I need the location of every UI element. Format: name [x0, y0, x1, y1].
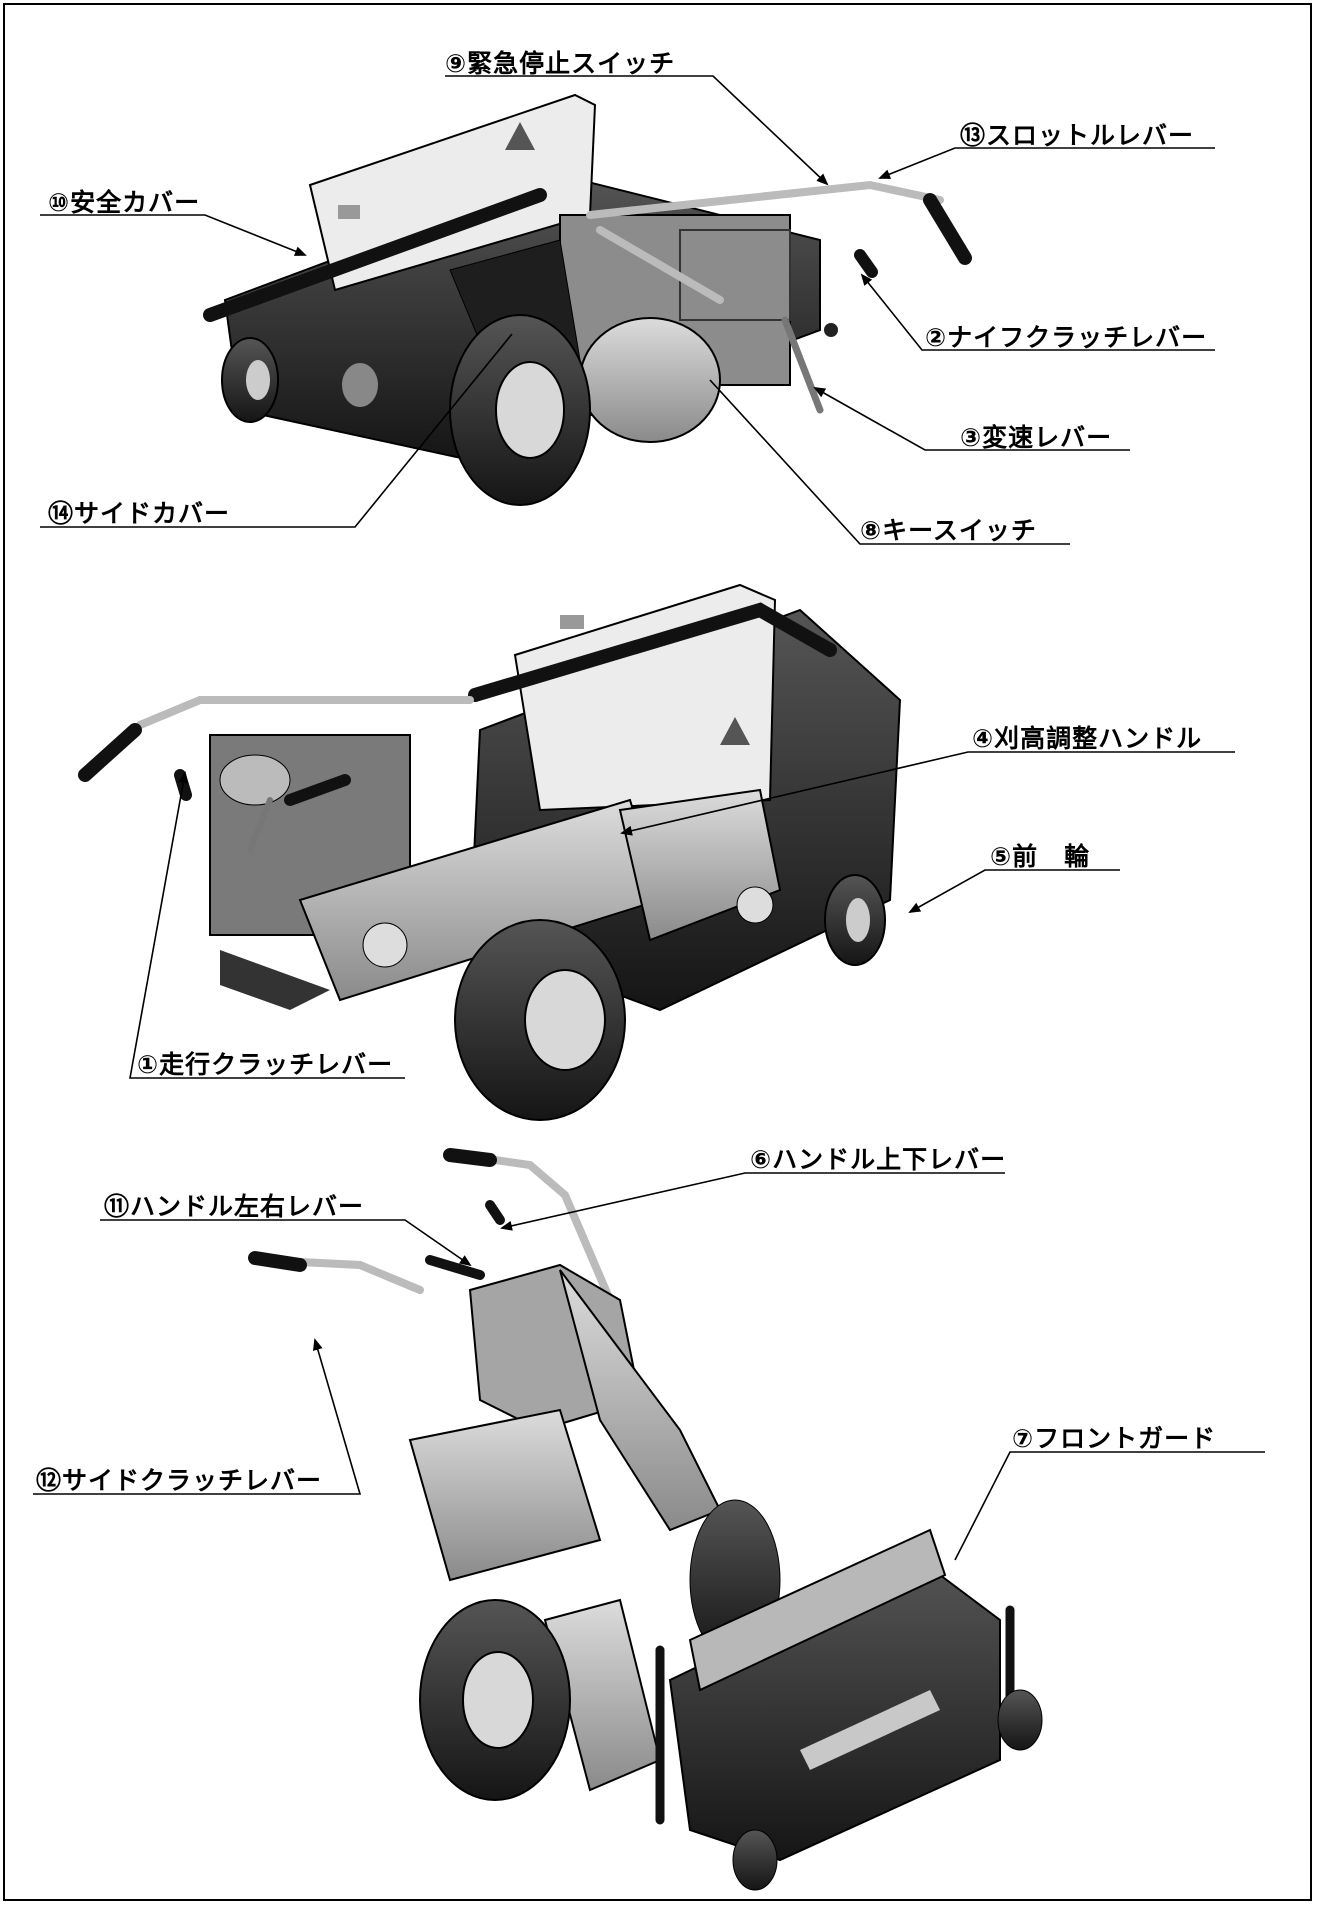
leader-cutting-height — [620, 751, 1235, 836]
leader-front-wheel — [908, 869, 1120, 913]
leader-side-cover — [40, 333, 513, 528]
leader-handle-leftright — [100, 1219, 472, 1267]
label-throttle-lever: ⑬スロットルレバー — [960, 121, 1195, 150]
mower-view-front — [248, 1148, 1043, 1891]
label-front-guard: ⑦フロントガード — [1012, 1424, 1217, 1453]
label-side-cover: ⑭サイドカバー — [48, 499, 231, 528]
label-emergency-stop-switch: ⑨緊急停止スイッチ — [445, 49, 676, 78]
label-side-clutch-lever: ⑫サイドクラッチレバー — [36, 1466, 323, 1495]
mower-view-rear-left — [203, 93, 972, 506]
leader-front-guard — [954, 1451, 1265, 1561]
leader-key-switch — [709, 379, 1070, 545]
page-frame — [3, 3, 1312, 1901]
leader-safety-cover — [40, 214, 307, 256]
mower-view-rear-right — [78, 583, 902, 1121]
leader-lines — [33, 75, 1265, 1561]
label-shift-lever: ③変速レバー — [960, 423, 1113, 452]
leader-side-clutch — [33, 1338, 362, 1495]
label-handle-updown-lever: ⑥ハンドル上下レバー — [750, 1145, 1007, 1174]
leader-emergency-stop — [445, 75, 829, 186]
label-handle-leftright-lever: ⑪ハンドル左右レバー — [104, 1192, 365, 1221]
leader-throttle — [878, 147, 1215, 179]
label-travel-clutch-lever: ①走行クラッチレバー — [137, 1050, 394, 1079]
label-knife-clutch-lever: ②ナイフクラッチレバー — [925, 323, 1208, 352]
label-safety-cover: ⑩安全カバー — [48, 188, 201, 217]
label-front-wheel: ⑤前 輪 — [990, 842, 1091, 871]
leader-knife-clutch — [860, 273, 1215, 351]
label-key-switch: ⑧キースイッチ — [860, 516, 1037, 545]
leader-handle-updown — [500, 1172, 1005, 1231]
label-cutting-height-handle: ④刈高調整ハンドル — [972, 724, 1203, 753]
leader-shift — [813, 387, 1130, 451]
leader-travel-clutch — [129, 771, 405, 1079]
